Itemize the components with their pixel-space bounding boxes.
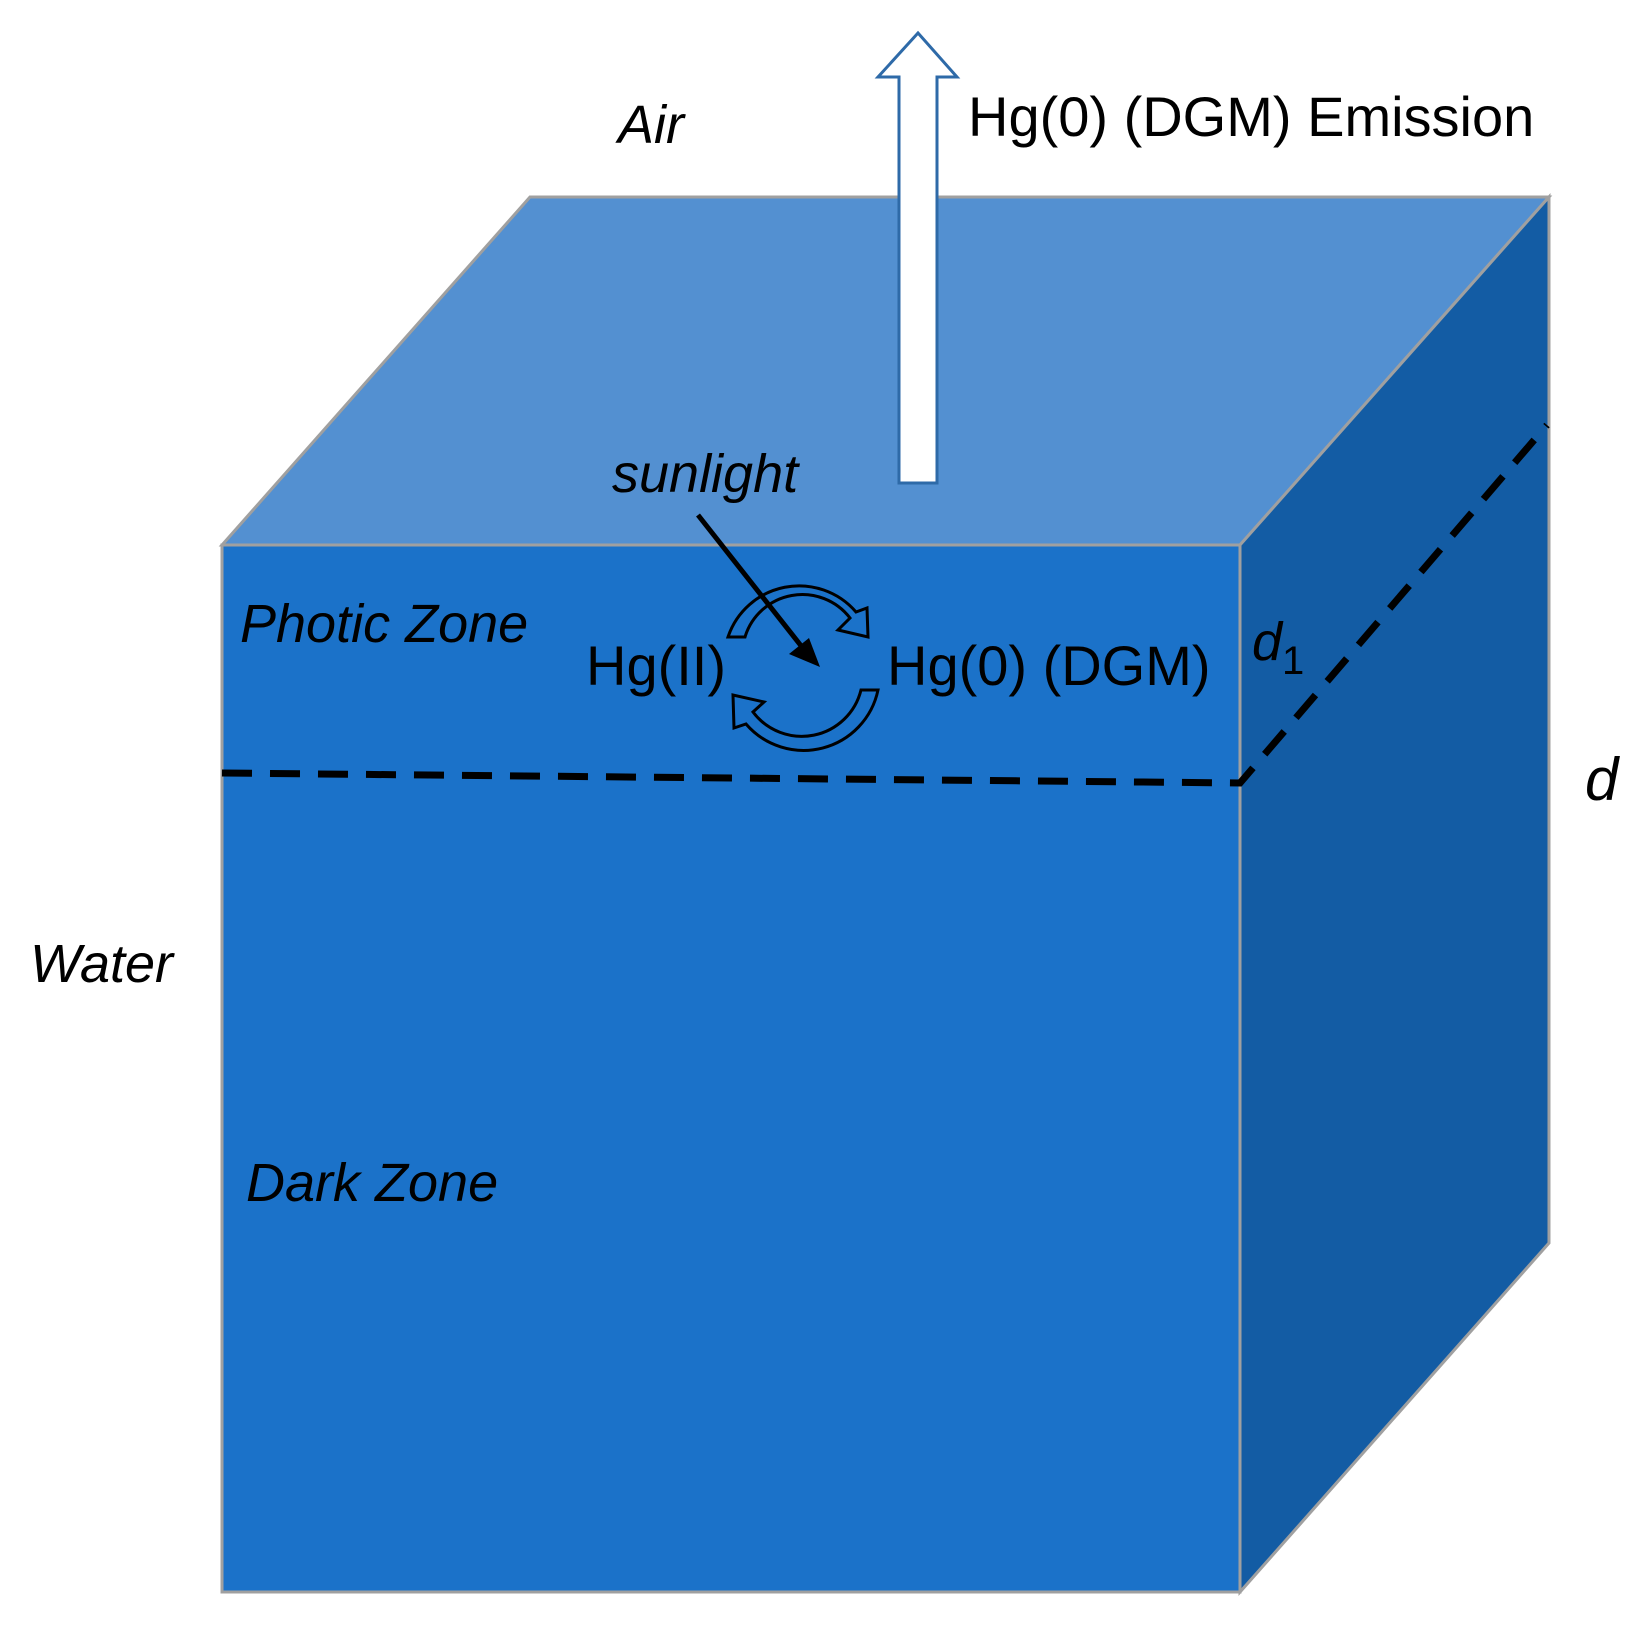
air-label: Air bbox=[615, 95, 686, 155]
oxidation-reduction-lower-arrow bbox=[731, 688, 880, 752]
d1-label: d1 bbox=[1252, 612, 1304, 683]
hg-0-dgm-label: Hg(0) (DGM) bbox=[887, 634, 1211, 697]
cube-front-face bbox=[220, 543, 1242, 1594]
water-label: Water bbox=[30, 934, 175, 994]
sunlight-label: sunlight bbox=[612, 444, 800, 504]
photic-zone-boundary-line bbox=[221, 422, 1550, 787]
dark-zone-label: Dark Zone bbox=[246, 1153, 498, 1213]
hg-ii-label: Hg(II) bbox=[586, 634, 726, 697]
sunlight-arrow-shaft bbox=[696, 513, 804, 649]
photic-zone-label: Photic Zone bbox=[240, 594, 528, 654]
emission-label: Hg(0) (DGM) Emission bbox=[968, 85, 1534, 148]
sunlight-arrow-head bbox=[789, 638, 820, 667]
emission-arrow bbox=[874, 30, 961, 485]
d-label: d bbox=[1585, 746, 1620, 813]
